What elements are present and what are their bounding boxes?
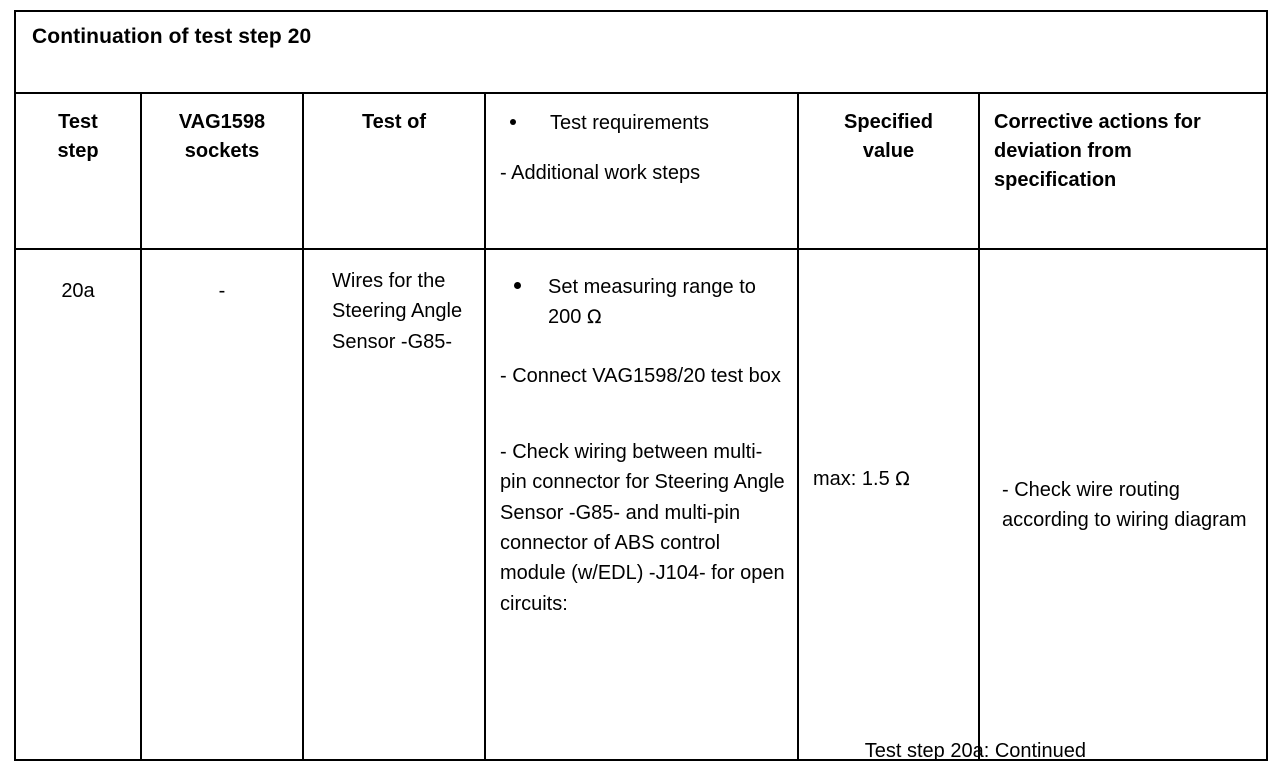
header-additional-work-steps-text: - Additional work steps [500,162,701,184]
header-corrective-line2: deviation from [994,140,1132,162]
table-title-text: Continuation of test step 20 [32,25,312,48]
cell-test-of: Wires for the Steering Angle Sensor -G85… [302,248,486,761]
vag1598-sockets-value: - [218,280,226,302]
table-header-row: Test step VAG1598 sockets Test of Test r… [14,92,1269,250]
specified-value-text: max: 1.5 [813,468,896,490]
header-test-of-text: Test of [361,111,427,133]
header-test-step-line1: Test [58,111,98,133]
header-cell-requirements: Test requirements - Additional work step… [484,92,799,250]
header-corrective-line3: specification [994,169,1117,191]
corrective-action-text: - Check wire routing according to wiring… [1002,479,1247,531]
table-title-cell: Continuation of test step 20 [13,10,1269,94]
cell-test-step: 20a [14,248,142,761]
requirement-bullet-item: Set measuring range to 200 Ω [500,272,787,333]
cell-vag1598-sockets: - [140,248,304,761]
header-specified-line2: value [862,140,915,162]
header-cell-corrective-actions: Corrective actions for deviation from sp… [977,92,1269,250]
header-specified-line1: Specified [844,111,933,133]
header-test-step-line2: step [57,140,99,162]
header-cell-specified-value: Specified value [797,92,980,250]
bullet-dot-icon [514,282,521,289]
table-title-row: Continuation of test step 20 [13,10,1269,94]
cell-requirements: Set measuring range to 200 Ω - Connect V… [484,248,799,761]
ohm-unit-symbol: Ω [895,468,910,490]
header-vag1598-line1: VAG1598 [178,111,266,133]
header-requirements-bullet-line: Test requirements [500,108,789,138]
header-corrective-line1: Corrective actions for [994,111,1201,133]
header-requirements-block: Test requirements - Additional work step… [494,108,789,188]
header-test-requirements-text: Test requirements [550,112,709,134]
header-cell-test-of: Test of [302,92,486,250]
requirement-dash-item-2: - Check wiring between multi-pin connect… [500,440,785,615]
table-row: 20a - Wires for the Steering Angle Senso… [14,248,1269,761]
requirement-bullet-text: Set measuring range to 200 [548,276,756,329]
ohm-unit-symbol: Ω [586,306,602,329]
cell-corrective-action: - Check wire routing according to wiring… [977,248,1269,761]
test-of-value: Wires for the Steering Angle Sensor -G85… [332,270,463,353]
header-vag1598-line2: sockets [184,140,260,162]
cell-specified-value: max: 1.5 Ω [797,248,980,761]
requirement-dash-item-1: - Connect VAG1598/20 test box [500,364,781,387]
specified-value-wrapper: max: 1.5 Ω [813,468,910,491]
header-cell-test-step: Test step [14,92,142,250]
test-step-value: 20a [61,280,95,302]
test-step-table: Continuation of test step 20 Test step V… [13,10,1269,761]
header-cell-vag1598-sockets: VAG1598 sockets [140,92,304,250]
table-caption: Test step 20a: Continued [864,740,1086,762]
bullet-dot-icon [510,118,516,125]
